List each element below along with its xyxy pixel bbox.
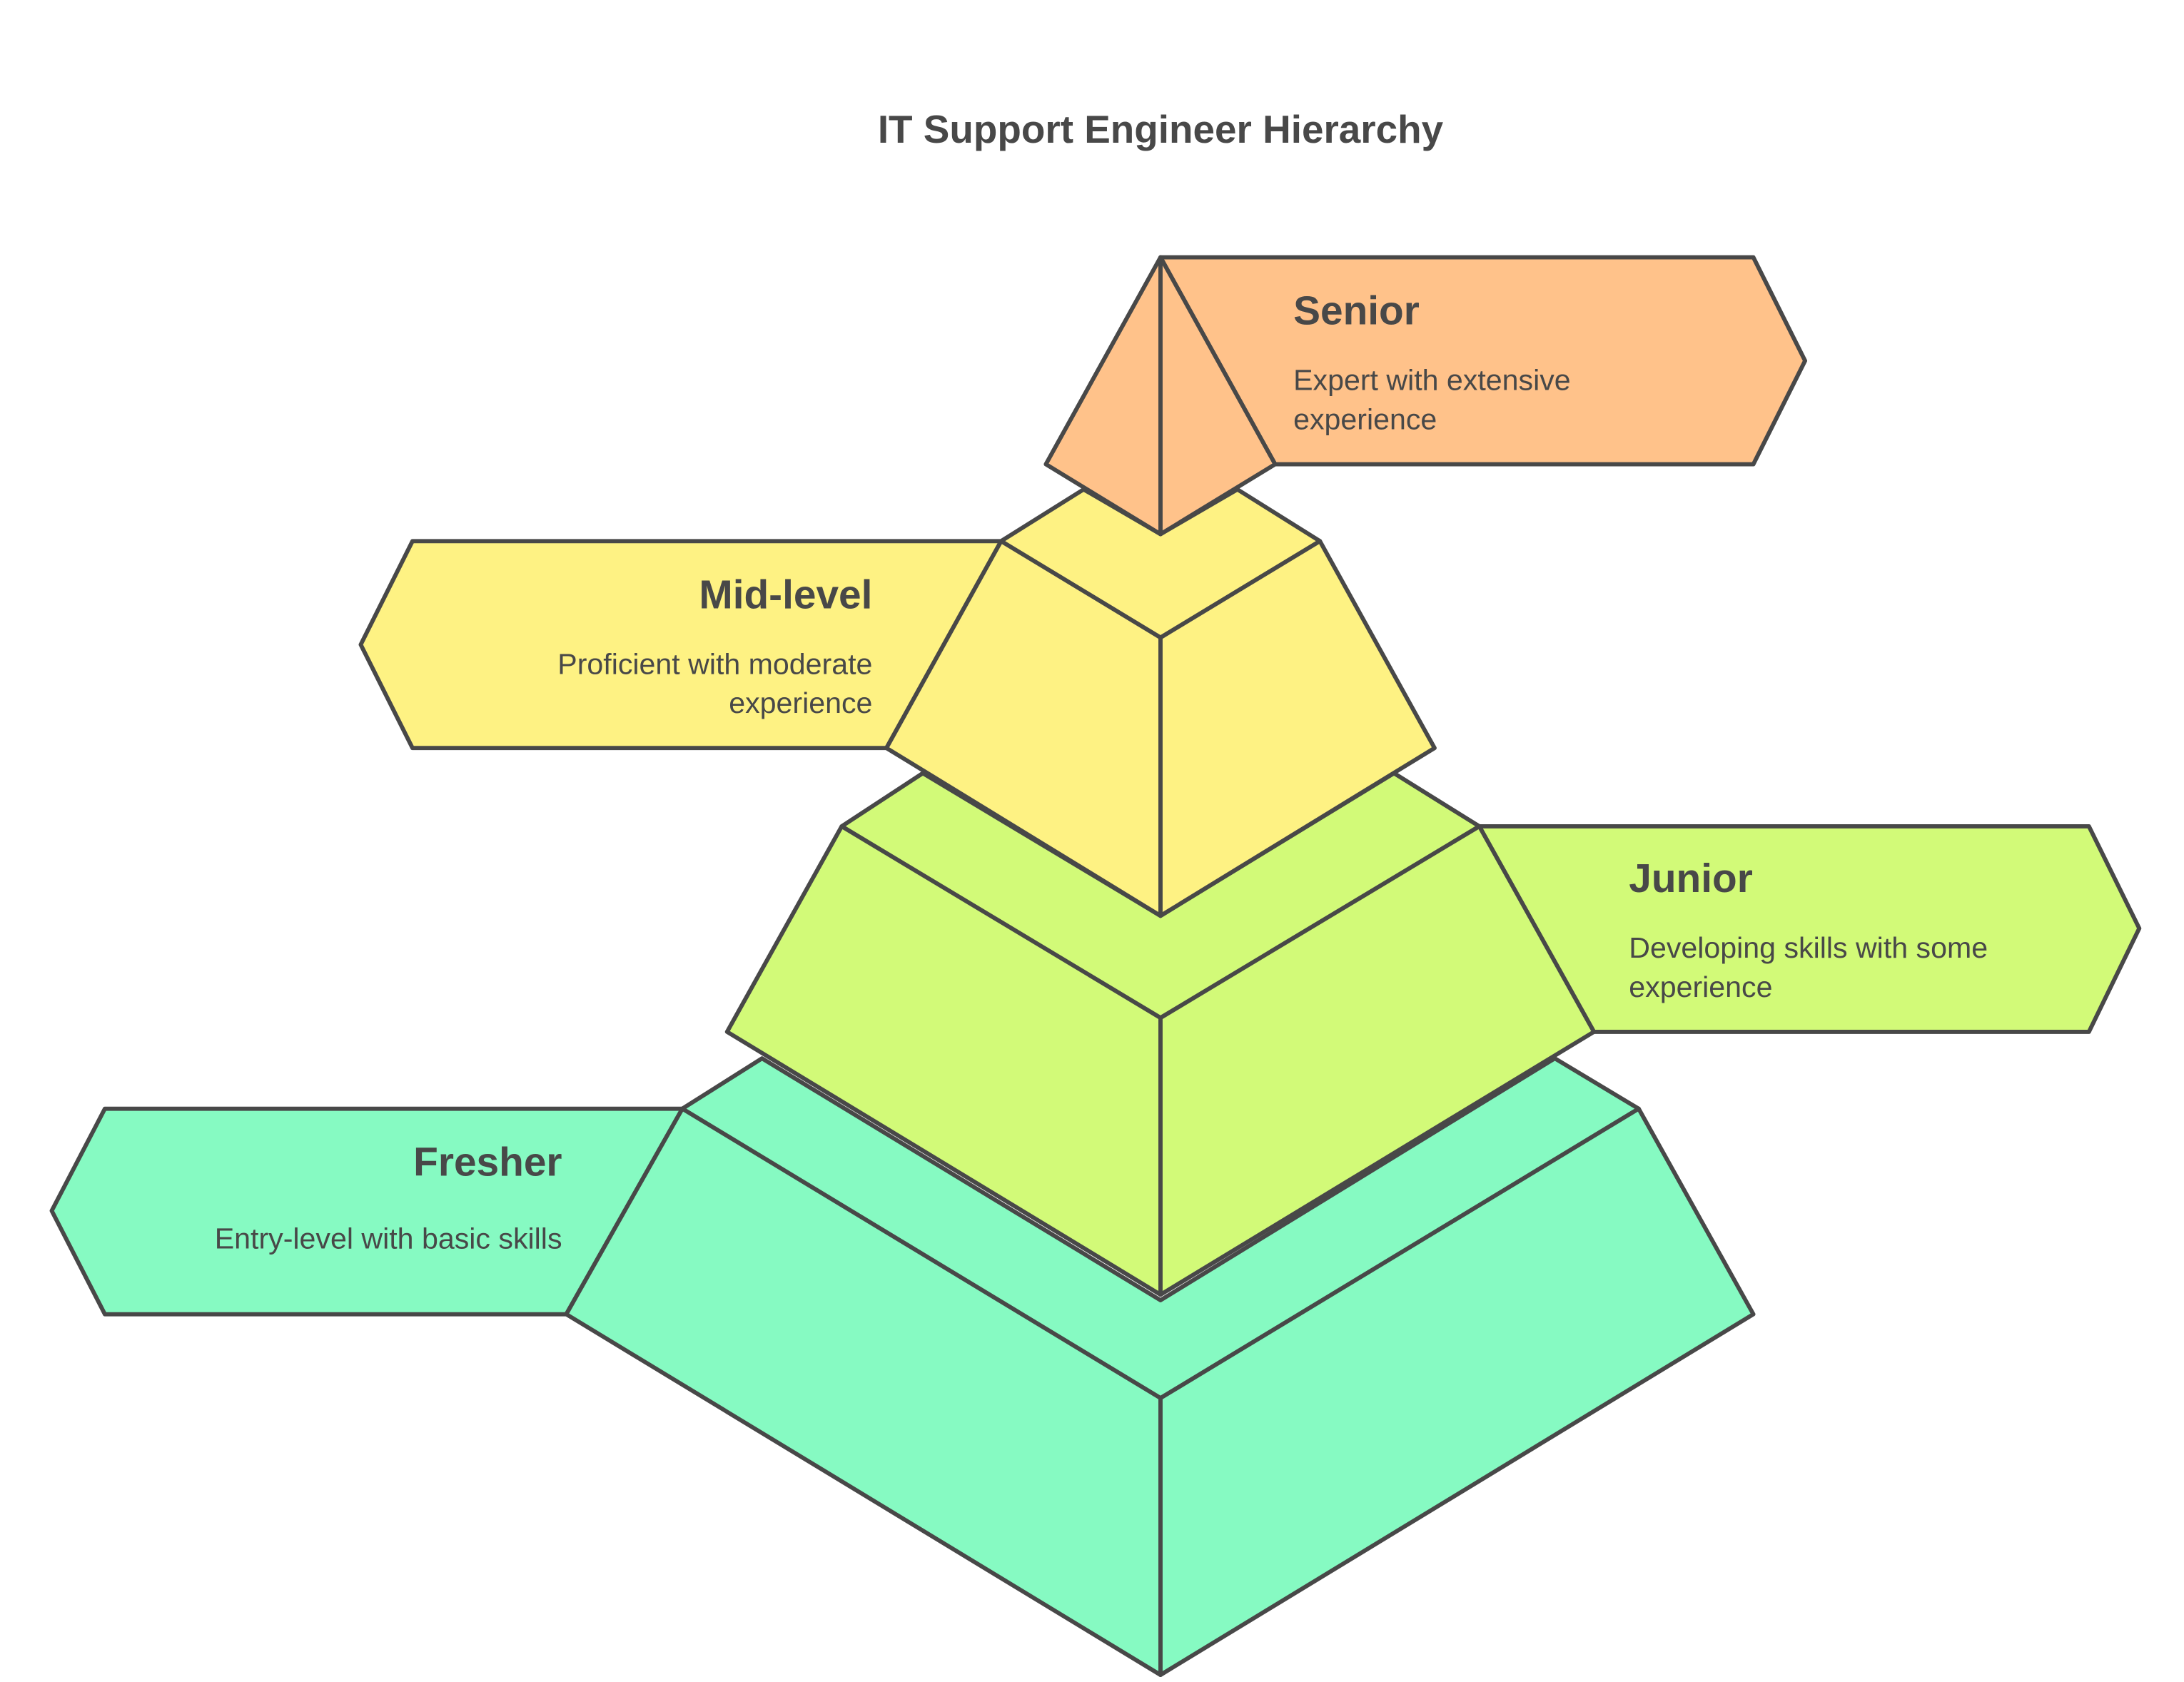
fresher-title: Fresher — [413, 1140, 562, 1185]
tier-fresher: Fresher Entry-level with basic skills — [49, 1056, 1756, 1677]
mid-level-description-line-2: experience — [729, 687, 872, 719]
fresher-right-face — [1158, 1106, 1756, 1677]
junior-right-face — [1158, 824, 1597, 1297]
senior-description-line-1: Expert with extensive — [1293, 364, 1571, 397]
mid-level-title: Mid-level — [699, 572, 872, 617]
mid-level-right-face — [1158, 539, 1437, 918]
senior-left-face — [1043, 255, 1163, 537]
fresher-description-line-1: Entry-level with basic skills — [215, 1222, 562, 1255]
junior-description-line-2: experience — [1629, 971, 1772, 1003]
diagram-title: IT Support Engineer Hierarchy — [878, 107, 1444, 151]
tier-mid-level: Mid-level Proficient with moderate exper… — [358, 487, 1437, 918]
tier-senior: Senior Expert with extensive experience — [1043, 255, 1808, 537]
junior-description-line-1: Developing skills with some — [1629, 931, 1988, 964]
mid-level-label-box — [358, 539, 1003, 751]
mid-level-description-line-1: Proficient with moderate — [557, 647, 872, 680]
senior-title: Senior — [1293, 289, 1420, 334]
senior-right-face — [1158, 255, 1278, 537]
senior-description-line-2: experience — [1293, 403, 1437, 436]
fresher-label-box — [49, 1106, 684, 1317]
junior-title: Junior — [1629, 856, 1753, 901]
